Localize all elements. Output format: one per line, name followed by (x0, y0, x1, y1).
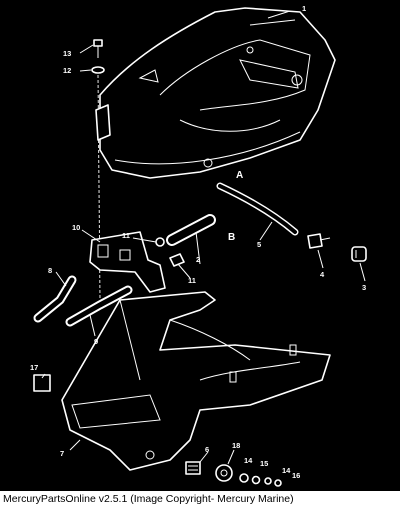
callout-17: 17 (30, 363, 38, 372)
bracket-part[interactable] (89, 231, 166, 293)
callout-2: 2 (196, 255, 200, 264)
callout-3: 3 (362, 283, 366, 292)
screw-part[interactable] (93, 39, 103, 58)
callout-9: 9 (94, 337, 98, 346)
top-cowl-part[interactable] (99, 7, 336, 179)
callout-18: 18 (232, 441, 240, 450)
fitting-part[interactable] (307, 233, 331, 249)
callout-14a: 14 (244, 456, 253, 465)
callout-7: 7 (60, 449, 64, 458)
callout-labels: 1 2 3 4 5 6 7 8 9 10 11 11 12 13 14 14 1… (30, 4, 366, 480)
grommet-large-part[interactable] (215, 464, 233, 482)
cable-part[interactable] (65, 285, 133, 327)
callout-14b: 14 (282, 466, 291, 475)
callout-11b: 11 (188, 276, 196, 285)
pad-part[interactable] (33, 374, 51, 392)
view-label-b: B (228, 232, 235, 243)
callout-11a: 11 (122, 231, 130, 240)
copyright-caption: MercuryPartsOnline v2.5.1 (Image Copyrig… (0, 491, 400, 507)
washer-small-part[interactable] (239, 473, 282, 487)
leader-lines (41, 10, 366, 465)
callout-4: 4 (320, 270, 325, 279)
callout-6: 6 (205, 445, 209, 454)
callout-1: 1 (302, 4, 306, 13)
clip-part[interactable] (155, 237, 185, 267)
callout-15: 15 (260, 459, 268, 468)
callout-13: 13 (63, 49, 71, 58)
callout-16: 16 (292, 471, 300, 480)
callout-12: 12 (63, 66, 71, 75)
hose-part[interactable] (216, 182, 299, 236)
washer-part[interactable] (91, 66, 105, 74)
latch-part[interactable] (95, 104, 111, 141)
connector-part[interactable] (33, 275, 77, 323)
tube-part[interactable] (166, 214, 216, 246)
callout-10: 10 (72, 223, 80, 232)
callout-8: 8 (48, 266, 52, 275)
view-label-a: A (236, 170, 243, 181)
parts-diagram: 1 2 3 4 5 6 7 8 9 10 11 11 12 13 14 14 1… (30, 4, 367, 487)
bolt-part[interactable] (185, 461, 201, 475)
bottom-cowl-part[interactable] (61, 291, 331, 471)
grommet-part[interactable] (351, 246, 367, 262)
callout-5: 5 (257, 240, 261, 249)
